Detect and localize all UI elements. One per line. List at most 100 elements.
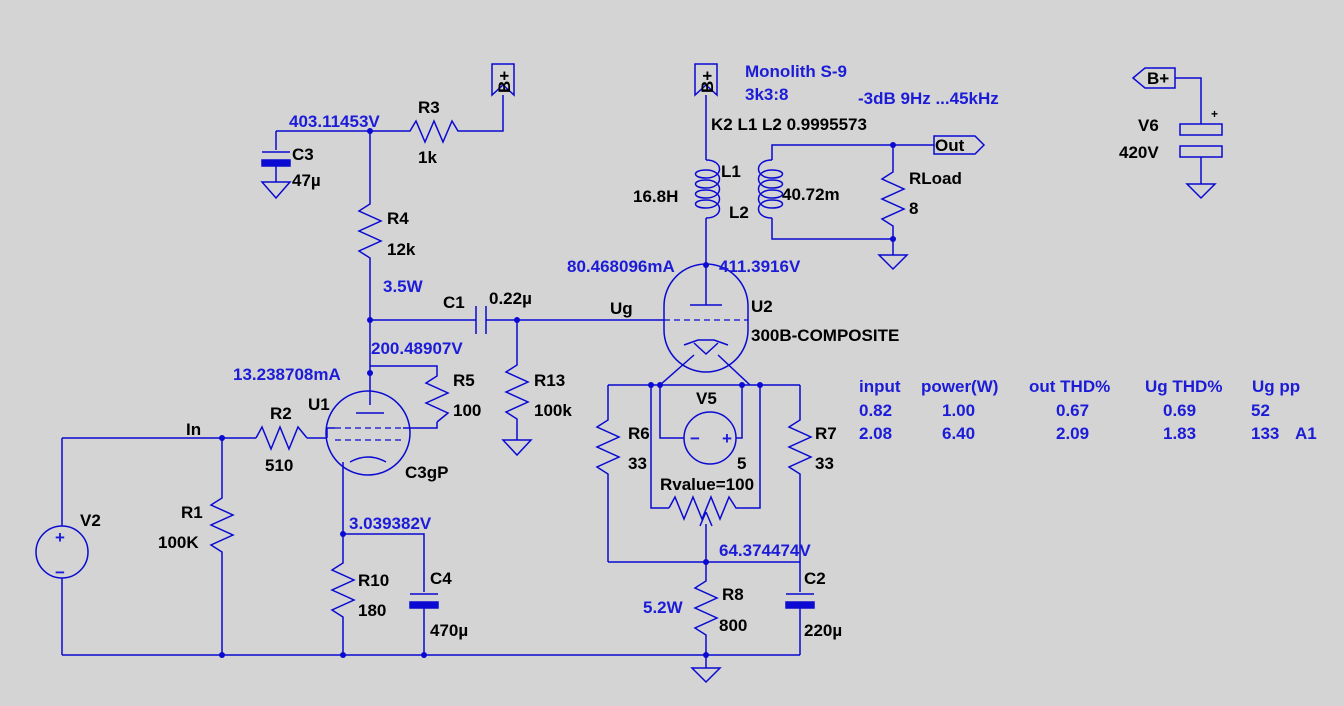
svg-text:16.8H: 16.8H xyxy=(633,187,678,206)
svg-text:L1: L1 xyxy=(721,162,741,181)
svg-text:B+: B+ xyxy=(1147,69,1169,88)
svg-text:C3gP: C3gP xyxy=(405,463,448,482)
svg-text:power(W): power(W) xyxy=(921,377,998,396)
svg-text:A1: A1 xyxy=(1295,424,1317,443)
svg-text:47µ: 47µ xyxy=(292,171,321,190)
svg-text:800: 800 xyxy=(719,616,747,635)
svg-text:420V: 420V xyxy=(1119,143,1159,162)
svg-text:12k: 12k xyxy=(387,240,416,259)
svg-text:5: 5 xyxy=(737,454,746,473)
svg-text:0.82: 0.82 xyxy=(859,401,892,420)
c3-capacitor: C3 47µ xyxy=(260,131,321,200)
coupling-directive: K2 L1 L2 0.9995573 xyxy=(711,115,867,134)
svg-text:B+: B+ xyxy=(495,71,514,93)
i-u2: 80.468096mA xyxy=(567,257,675,276)
svg-text:2.08: 2.08 xyxy=(859,424,892,443)
svg-text:R13: R13 xyxy=(534,371,565,390)
r3-resistor: R3 1k xyxy=(276,95,504,167)
input-line: In xyxy=(62,420,327,441)
svg-text:R3: R3 xyxy=(418,98,440,117)
svg-text:180: 180 xyxy=(358,601,386,620)
table-row: 0.82 1.00 0.67 0.69 52 xyxy=(859,401,1270,420)
svg-text:133: 133 xyxy=(1251,424,1279,443)
power-r8: 5.2W xyxy=(643,598,684,617)
svg-text:−: − xyxy=(55,563,65,582)
title-line2: 3k3:8 xyxy=(745,85,788,104)
svg-text:Out: Out xyxy=(935,136,965,155)
in-label: In xyxy=(186,420,201,439)
svg-text:6.40: 6.40 xyxy=(942,424,975,443)
ug-label: Ug xyxy=(610,299,633,318)
power-r4: 3.5W xyxy=(383,277,424,296)
svg-text:2.09: 2.09 xyxy=(1056,424,1089,443)
v-u2-cathode: 64.374474V xyxy=(719,541,811,560)
svg-text:8: 8 xyxy=(909,199,918,218)
svg-text:Ug THD%: Ug THD% xyxy=(1145,377,1222,396)
svg-text:R1: R1 xyxy=(181,503,203,522)
v-u1-cathode: 3.039382V xyxy=(349,514,432,533)
svg-text:100k: 100k xyxy=(534,401,572,420)
svg-text:1.00: 1.00 xyxy=(942,401,975,420)
svg-text:L2: L2 xyxy=(729,203,749,222)
c1-capacitor: C1 0.22µ xyxy=(370,289,664,334)
out-flag: Out xyxy=(933,135,986,155)
svg-text:C1: C1 xyxy=(443,293,465,312)
svg-text:Ug pp: Ug pp xyxy=(1252,377,1300,396)
svg-text:R10: R10 xyxy=(358,571,389,590)
r7-resistor: R7 33 xyxy=(787,385,837,592)
b-plus-flag-1: B+ xyxy=(491,63,515,97)
svg-text:U1: U1 xyxy=(308,395,330,414)
svg-text:220µ: 220µ xyxy=(804,621,842,640)
r13-resistor: R13 100k xyxy=(501,320,572,457)
svg-text:0.69: 0.69 xyxy=(1163,401,1196,420)
svg-text:300B-COMPOSITE: 300B-COMPOSITE xyxy=(751,326,899,345)
svg-text:R4: R4 xyxy=(387,209,409,228)
svg-text:33: 33 xyxy=(815,454,834,473)
r1-resistor: R1 100K xyxy=(158,438,235,655)
svg-text:1.83: 1.83 xyxy=(1163,424,1196,443)
svg-text:U2: U2 xyxy=(751,297,773,316)
svg-text:C4: C4 xyxy=(430,569,452,588)
u2-tube: U2 300B-COMPOSITE xyxy=(659,263,899,386)
svg-text:+: + xyxy=(722,429,732,448)
c4-capacitor: C4 470µ xyxy=(343,533,468,655)
svg-text:1k: 1k xyxy=(418,148,437,167)
l1-inductor: L1 16.8H xyxy=(633,159,741,305)
svg-text:0.22µ: 0.22µ xyxy=(489,289,532,308)
svg-text:Rvalue=100: Rvalue=100 xyxy=(660,475,754,494)
i-u1: 13.238708mA xyxy=(233,365,341,384)
svg-text:V5: V5 xyxy=(696,389,717,408)
v6-battery: B+ + V6 420V xyxy=(1119,67,1223,200)
r5-resistor: R5 100 xyxy=(370,365,481,423)
svg-text:R2: R2 xyxy=(270,404,292,423)
r8-resistor: R8 800 xyxy=(693,562,747,655)
r6-resistor: R6 33 xyxy=(595,385,650,562)
filament-network xyxy=(608,382,800,565)
rvalue-potentiometer: Rvalue=100 xyxy=(660,475,754,562)
svg-text:Ug: Ug xyxy=(610,299,633,318)
rload-resistor: RLoad 8 xyxy=(880,145,962,239)
results-table: input power(W) out THD% Ug THD% Ug pp 0.… xyxy=(859,377,1317,443)
b-plus-flag-2: B+ xyxy=(694,63,718,160)
title-line1: Monolith S-9 xyxy=(745,62,847,81)
v2-label: V2 xyxy=(80,511,101,530)
node-annotations: 403.11453V 3.5W 200.48907V 13.238708mA 3… xyxy=(233,112,811,617)
svg-text:0.67: 0.67 xyxy=(1056,401,1089,420)
bandwidth-note: -3dB 9Hz ...45kHz xyxy=(858,89,999,108)
c2-capacitor: C2 220µ xyxy=(785,569,842,655)
u1-tube: U1 C3gP xyxy=(308,330,448,532)
svg-text:40.72m: 40.72m xyxy=(782,185,840,204)
svg-text:100: 100 xyxy=(453,401,481,420)
r2-resistor: R2 510 xyxy=(255,404,308,475)
v2-source: + − V2 xyxy=(35,438,101,655)
svg-text:+: + xyxy=(1211,107,1218,121)
v-r3-node: 403.11453V xyxy=(289,112,380,131)
r4-resistor: R4 12k xyxy=(357,131,416,330)
ground-bus xyxy=(62,652,800,684)
svg-text:R6: R6 xyxy=(628,424,650,443)
svg-text:R7: R7 xyxy=(815,424,837,443)
title-block: Monolith S-9 3k3:8 -3dB 9Hz ...45kHz K2 … xyxy=(711,62,999,134)
svg-text:52: 52 xyxy=(1251,401,1270,420)
svg-text:R8: R8 xyxy=(722,585,744,604)
